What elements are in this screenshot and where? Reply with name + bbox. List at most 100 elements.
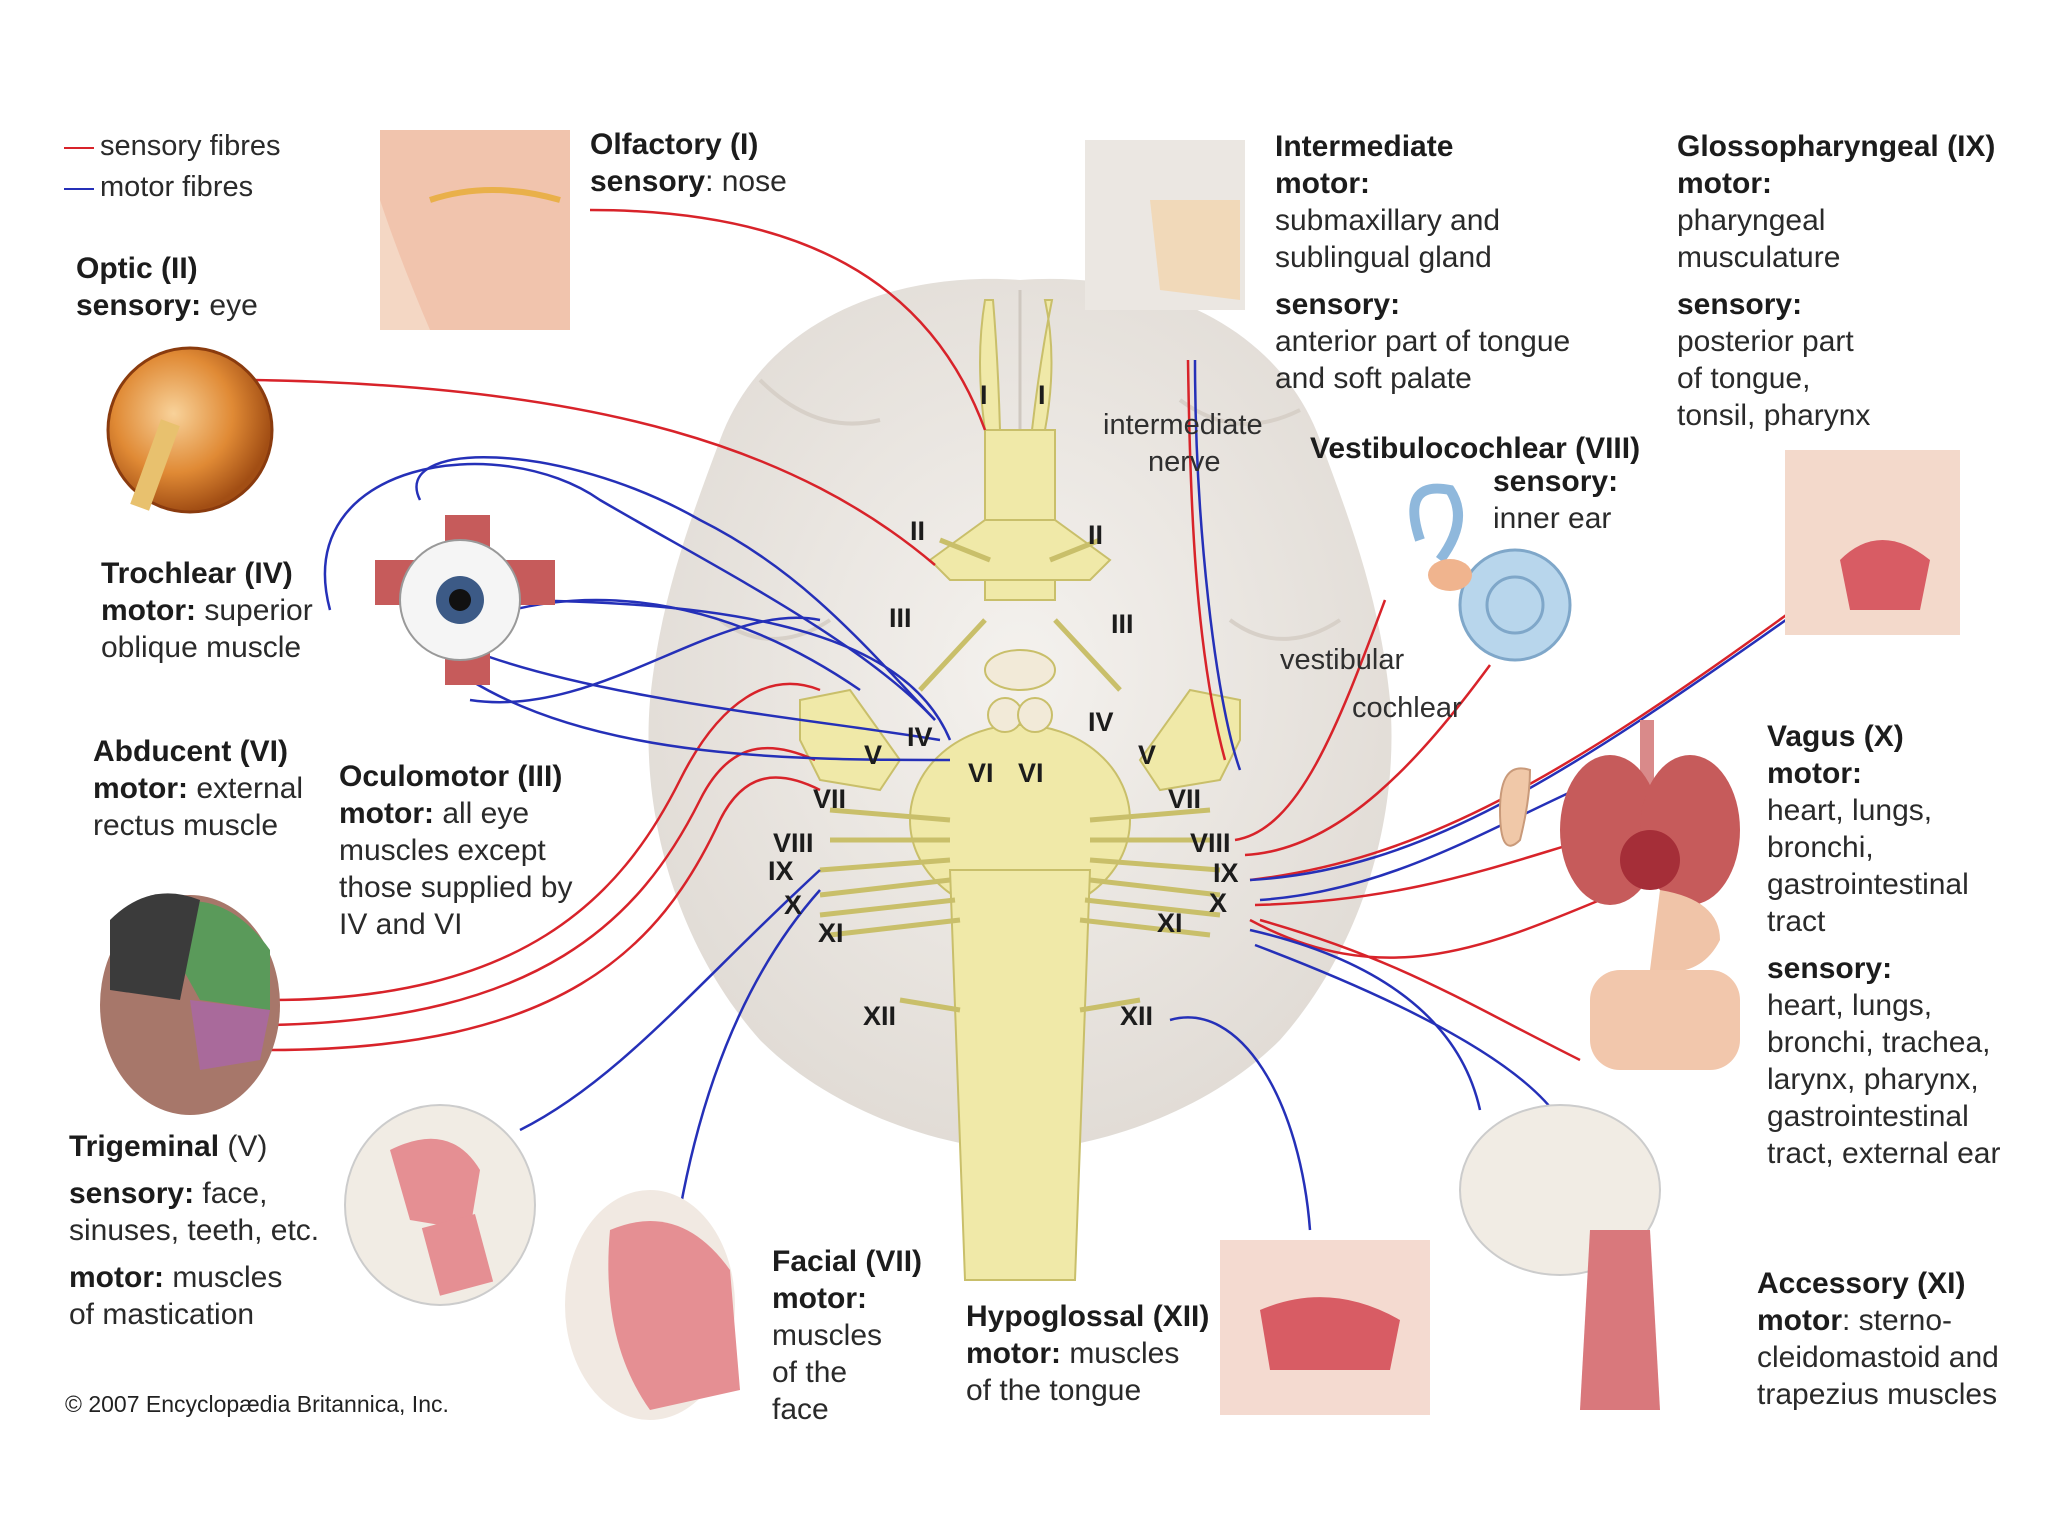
label-abducent: Abducent (VI) motor: external rectus mus…	[93, 733, 303, 844]
lungs-heart-illustration	[1560, 720, 1740, 905]
vestibulocochlear-title: Vestibulocochlear (VIII)	[1310, 432, 1641, 465]
intermediate-sensory-key: sensory:	[1275, 288, 1401, 321]
glossopharyngeal-sensory-2: of tongue,	[1677, 362, 1811, 395]
facial-muscles-illustration	[565, 1190, 740, 1420]
numeral-XI-right: XI	[1157, 908, 1183, 938]
intermediate-sensory-2: and soft palate	[1275, 362, 1472, 395]
vagus-title: Vagus (X)	[1767, 720, 1904, 753]
oculomotor-key: motor:	[339, 797, 434, 830]
vagus-motor-1: heart, lungs,	[1767, 794, 1933, 827]
numeral-VI-right: VI	[1018, 758, 1044, 788]
trigeminal-sensory-key: sensory:	[69, 1177, 195, 1210]
vagus-sensory-4: gastrointestinal	[1767, 1100, 1969, 1133]
oculomotor-title: Oculomotor (III)	[339, 760, 563, 793]
abducent-desc: external	[187, 772, 304, 805]
numeral-I-right: I	[1038, 380, 1046, 410]
external-ear-illustration	[1498, 767, 1532, 847]
facial-title: Facial (VII)	[772, 1245, 923, 1278]
intermediate-sensory-1: anterior part of tongue	[1275, 325, 1571, 358]
tongue-section-illustration	[1220, 1240, 1430, 1415]
numeral-V-right: V	[1138, 740, 1157, 770]
trochlear-title: Trochlear (IV)	[101, 557, 293, 590]
abducent-title: Abducent (VI)	[93, 735, 288, 768]
trigeminal-sensory-desc-2: sinuses, teeth, etc.	[69, 1214, 320, 1247]
facial-key: motor:	[772, 1282, 867, 1315]
numeral-X-left: X	[784, 890, 803, 920]
nerve-rootlets	[819, 537, 1221, 1013]
accessory-title: Accessory (XI)	[1757, 1267, 1966, 1300]
label-hypoglossal: Hypoglossal (XII) motor: muscles of the …	[966, 1298, 1209, 1409]
numeral-IV-left: IV	[907, 722, 933, 752]
numeral-III-right: III	[1111, 609, 1134, 639]
olfactory-desc: : nose	[705, 165, 787, 198]
label-olfactory: Olfactory (I) sensory: nose	[590, 126, 787, 200]
numeral-IX-left: IX	[768, 856, 794, 886]
legend-motor: motor fibres	[100, 171, 253, 204]
motor-fibre-paths	[323, 359, 1801, 1231]
hypoglossal-key: motor:	[966, 1337, 1061, 1370]
intermediate-motor-key: motor:	[1275, 167, 1370, 200]
eye-illustration	[106, 346, 274, 514]
optic-key: sensory:	[76, 289, 202, 322]
numeral-I-left: I	[980, 380, 988, 410]
brainstem	[799, 299, 1241, 1281]
skull-mastication-illustration	[344, 1104, 536, 1306]
olfactory-title: Olfactory (I)	[590, 128, 759, 161]
hypoglossal-desc: muscles	[1060, 1337, 1180, 1370]
legend-motor-label: motor fibres	[100, 171, 254, 203]
numeral-IV-right: IV	[1088, 707, 1114, 737]
vagus-motor-3: gastrointestinal	[1767, 868, 1969, 901]
numeral-X-right: X	[1209, 888, 1228, 918]
intermediate-skull-illustration	[1085, 140, 1245, 310]
numeral-VIII-right: VIII	[1190, 828, 1231, 858]
oculomotor-desc: all eye	[433, 797, 530, 830]
vagus-sensory-2: bronchi, trachea,	[1767, 1026, 1991, 1059]
olfactory-key: sensory	[590, 165, 706, 198]
vagus-motor-2: bronchi,	[1767, 831, 1874, 864]
vestibular-label: vestibular	[1280, 644, 1405, 676]
label-trigeminal: Trigeminal (V) sensory: face, sinuses, t…	[69, 1128, 319, 1333]
numeral-II-right: II	[1088, 520, 1104, 550]
sensory-fibre-paths	[249, 208, 1801, 1062]
numeral-XI-left: XI	[818, 918, 844, 948]
intermediate-nerve-label-2: nerve	[1148, 446, 1221, 478]
oculomotor-desc-4: IV and VI	[339, 908, 463, 941]
numeral-II-left: II	[910, 516, 926, 546]
trigeminal-motor-desc-2: of mastication	[69, 1298, 255, 1331]
eye-muscles-illustration	[375, 515, 555, 685]
glossopharyngeal-sensory-key: sensory:	[1677, 288, 1803, 321]
label-intermediate: Intermediate motor: submaxillary and sub…	[1275, 128, 1570, 397]
glossopharyngeal-title: Glossopharyngeal (IX)	[1677, 130, 1996, 163]
numeral-VII-right: VII	[1168, 784, 1202, 814]
intermediate-motor-2: sublingual gland	[1275, 241, 1492, 274]
label-vestibulocochlear-desc: sensory: inner ear	[1493, 463, 1618, 537]
label-oculomotor: Oculomotor (III) motor: all eye muscles …	[339, 758, 573, 943]
glossopharyngeal-sensory-1: posterior part	[1677, 325, 1854, 358]
label-vagus: Vagus (X) motor: heart, lungs, bronchi, …	[1767, 718, 2000, 1172]
trigeminal-motor-desc: muscles	[163, 1261, 283, 1294]
inner-ear-illustration	[1409, 483, 1572, 662]
optic-desc: eye	[201, 289, 258, 322]
glossopharyngeal-sensory-3: tonsil, pharynx	[1677, 399, 1871, 432]
neck-muscles-illustration	[1459, 1104, 1661, 1410]
numeral-XII-left: XII	[863, 1001, 897, 1031]
facial-desc-4: face	[772, 1393, 829, 1426]
vagus-sensory-key: sensory:	[1767, 952, 1893, 985]
legend-sensory: sensory fibres	[100, 130, 281, 163]
trochlear-key: motor:	[101, 594, 196, 627]
facial-desc-2: muscles	[772, 1319, 883, 1352]
numeral-XII-right: XII	[1120, 1001, 1154, 1031]
accessory-desc-3: trapezius muscles	[1757, 1378, 1998, 1411]
hypoglossal-desc-2: of the tongue	[966, 1374, 1142, 1407]
vagus-sensory-3: larynx, pharynx,	[1767, 1063, 1979, 1096]
trochlear-desc: superior	[195, 594, 313, 627]
trigeminal-motor-key: motor:	[69, 1261, 164, 1294]
throat-section-illustration	[1785, 450, 1960, 635]
label-optic: Optic (II) sensory: eye	[76, 250, 258, 324]
hypoglossal-title: Hypoglossal (XII)	[966, 1300, 1210, 1333]
intermediate-motor-1: submaxillary and	[1275, 204, 1501, 237]
facial-desc-3: of the	[772, 1356, 848, 1389]
vestibulocochlear-key: sensory:	[1493, 465, 1619, 498]
copyright-notice: © 2007 Encyclopædia Britannica, Inc.	[65, 1391, 449, 1417]
